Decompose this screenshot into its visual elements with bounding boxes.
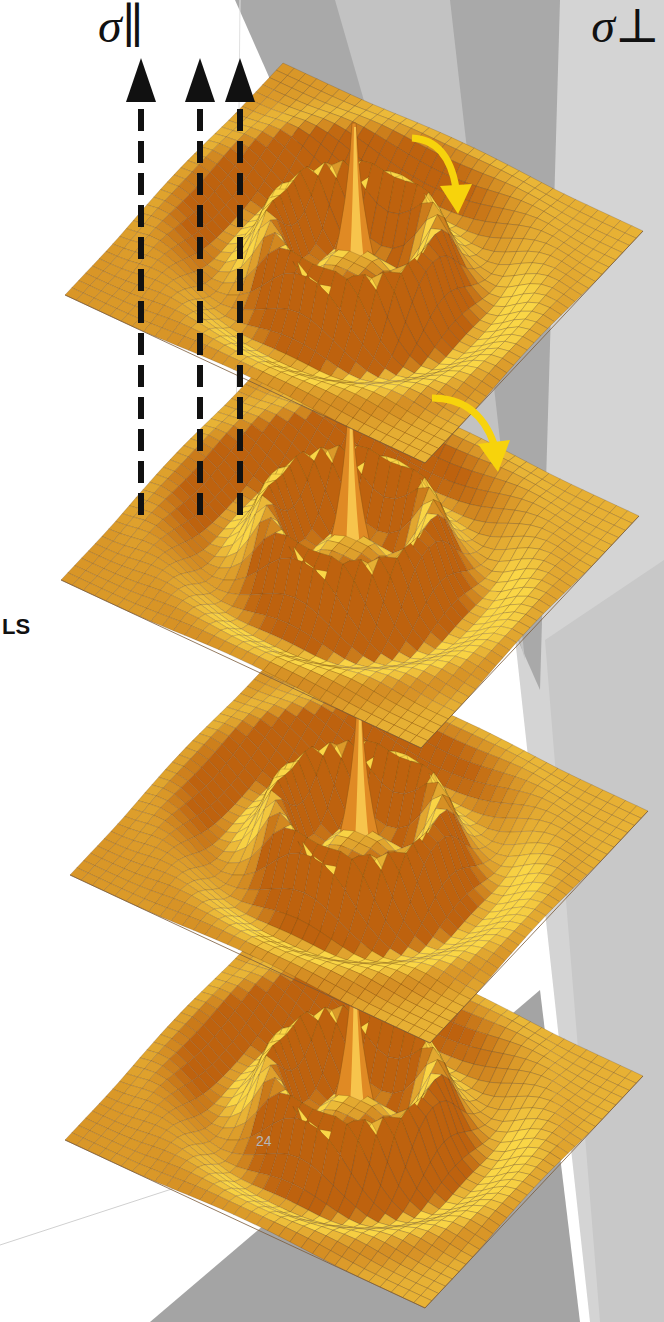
sombrero-surface bbox=[70, 643, 648, 1043]
side-text: LS bbox=[2, 616, 30, 638]
page-number: 24 bbox=[256, 1134, 272, 1148]
surface-plots bbox=[61, 63, 648, 1308]
rotation-arrows bbox=[412, 138, 510, 472]
sombrero-surface bbox=[65, 908, 643, 1308]
sombrero-surface bbox=[61, 348, 639, 748]
perpendicular-conductivity-label: σ⊥ bbox=[591, 2, 660, 50]
sombrero-surface bbox=[65, 63, 643, 463]
dashed-arrows bbox=[126, 58, 255, 515]
parallel-conductivity-label: σ∥ bbox=[98, 2, 144, 50]
